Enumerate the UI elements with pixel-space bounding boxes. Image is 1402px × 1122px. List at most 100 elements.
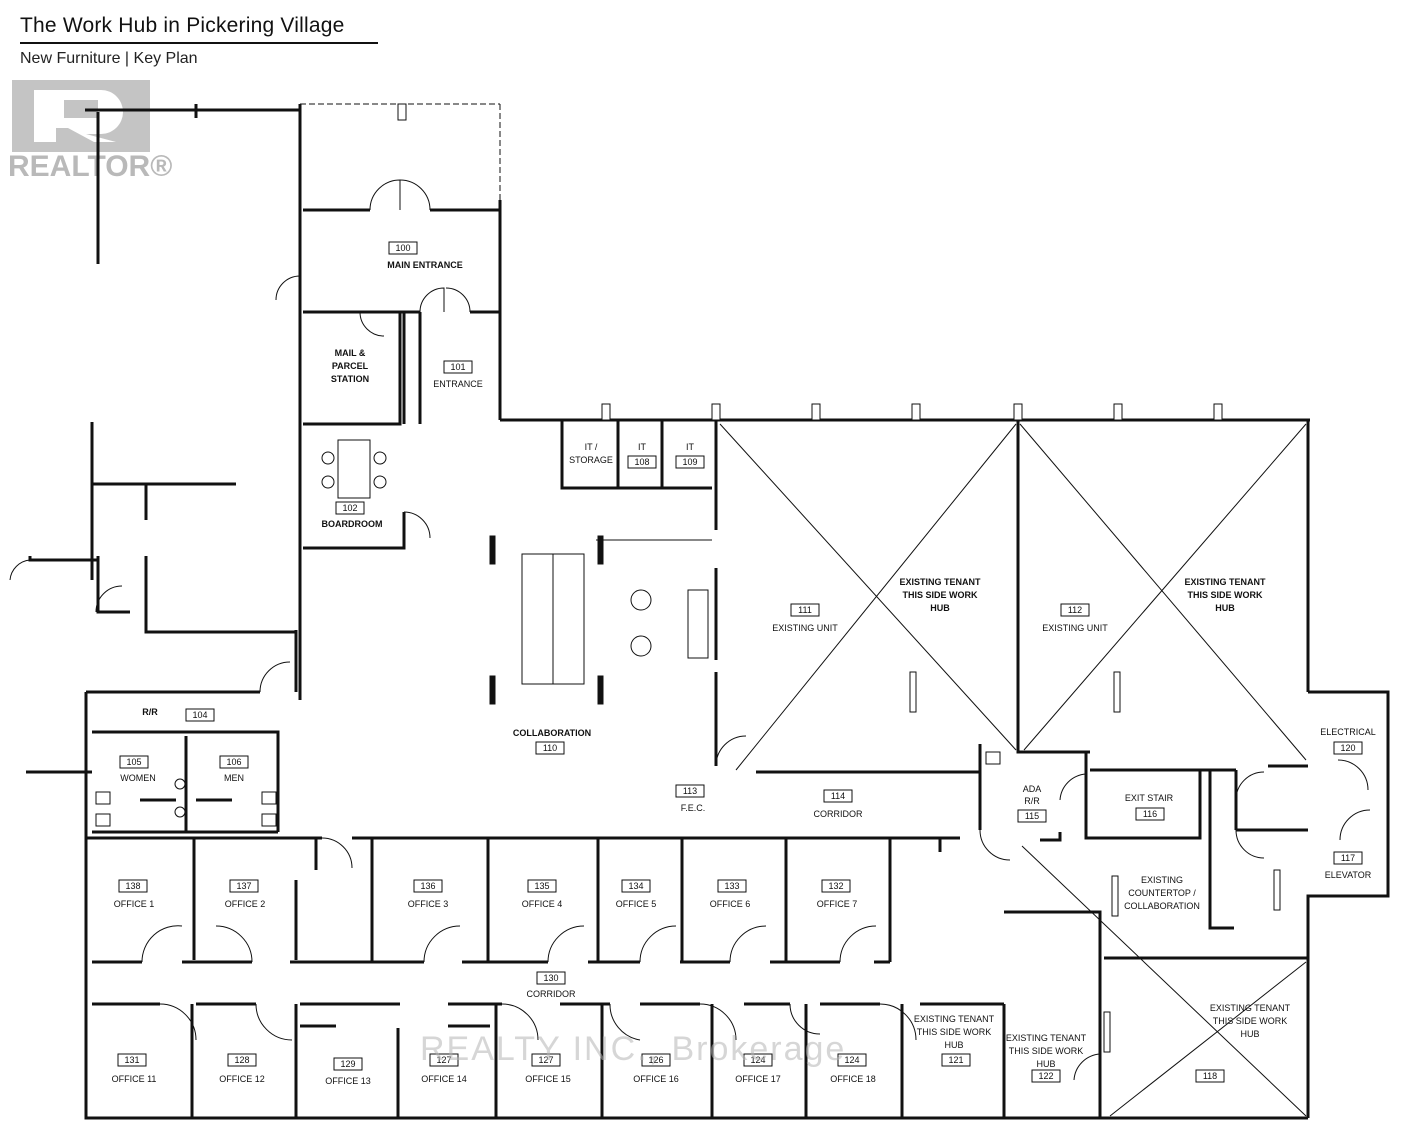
office-2-name: OFFICE 2 (225, 899, 266, 909)
office-6-num: 133 (724, 881, 739, 891)
room-num-111: 111 (798, 605, 812, 615)
tenant-111-line-1: EXISTING TENANT (899, 577, 981, 587)
office-11-name: OFFICE 11 (112, 1074, 157, 1084)
room-name-unit-112: EXISTING UNIT (1042, 623, 1108, 633)
room-num-108: 108 (634, 457, 649, 467)
room-name-it-storage-2: STORAGE (569, 455, 613, 465)
tenant-111-line-2: THIS SIDE WORK (902, 590, 978, 600)
countertop-line-2: COUNTERTOP / (1128, 888, 1196, 898)
room-num-115: 115 (1025, 811, 1039, 821)
office-6-name: OFFICE 6 (710, 899, 751, 909)
room-name-exit-stair: EXIT STAIR (1125, 793, 1174, 803)
tenant-111-line-3: HUB (930, 603, 950, 613)
room-num-120: 120 (1340, 743, 1355, 753)
office-1-name: OFFICE 1 (114, 899, 155, 909)
room-name-elevator: ELEVATOR (1325, 870, 1372, 880)
room-name-men: MEN (224, 773, 244, 783)
room-num-116: 116 (1143, 809, 1157, 819)
office-7-num: 132 (828, 881, 843, 891)
title-underline (20, 42, 378, 44)
office-12-num: 128 (234, 1055, 249, 1065)
page-title: The Work Hub in Pickering Village (20, 14, 345, 37)
page-subtitle: New Furniture | Key Plan (20, 50, 198, 67)
room-name-electrical: ELECTRICAL (1320, 727, 1376, 737)
tenant-112-line-2: THIS SIDE WORK (1187, 590, 1263, 600)
office-12-name: OFFICE 12 (219, 1074, 265, 1084)
walls (26, 104, 1390, 1120)
brokerage-watermark: REALTY INC., Brokerage (420, 1030, 847, 1068)
room-name-ada-1: ADA (1023, 784, 1042, 794)
office-2-num: 137 (236, 881, 251, 891)
office-11-num: 131 (124, 1055, 139, 1065)
plan-details (9, 103, 1371, 1117)
room-name-women: WOMEN (120, 773, 156, 783)
room-name-it-storage-1: IT / (585, 442, 598, 452)
office-18-num: 124 (844, 1055, 859, 1065)
office-15-num: 127 (538, 1055, 553, 1065)
title-block: The Work Hub in Pickering Village New Fu… (20, 14, 378, 68)
tenant-121-line-1: EXISTING TENANT (914, 1014, 995, 1024)
office-3-num: 136 (420, 881, 435, 891)
room-num-110: 110 (543, 743, 557, 753)
tenant-118-line-3: HUB (1240, 1029, 1259, 1039)
room-num-130: 130 (543, 973, 558, 983)
room-num-101: 101 (450, 362, 465, 372)
room-name-collaboration: COLLABORATION (513, 728, 591, 738)
room-num-121: 121 (948, 1055, 963, 1065)
office-18-name: OFFICE 18 (830, 1074, 876, 1084)
room-num-109: 109 (682, 457, 697, 467)
office-4-num: 135 (534, 881, 549, 891)
room-name-fec: F.E.C. (681, 803, 706, 813)
room-name-corridor-130: CORRIDOR (527, 989, 576, 999)
room-name-boardroom: BOARDROOM (322, 519, 383, 529)
office-14-name: OFFICE 14 (421, 1074, 467, 1084)
room-num-122: 122 (1038, 1071, 1053, 1081)
room-name-mail-1: MAIL & (335, 348, 366, 358)
room-num-112: 112 (1068, 605, 1082, 615)
tenant-121-line-2: THIS SIDE WORK (917, 1027, 992, 1037)
room-num-114: 114 (831, 791, 845, 801)
room-num-100: 100 (395, 243, 410, 253)
room-num-102: 102 (342, 503, 357, 513)
office-13-num: 129 (340, 1059, 355, 1069)
room-name-ada-2: R/R (1024, 796, 1040, 806)
room-name-it-109: IT (686, 442, 695, 452)
room-num-105: 105 (126, 757, 141, 767)
tenant-112-line-3: HUB (1215, 603, 1235, 613)
room-name-corridor-114: CORRIDOR (814, 809, 863, 819)
tenant-121-line-3: HUB (944, 1040, 963, 1050)
office-7-name: OFFICE 7 (817, 899, 858, 909)
room-labels: 100 MAIN ENTRANCE 101 ENTRANCE MAIL & PA… (112, 243, 1376, 1086)
room-name-main-entrance: MAIN ENTRANCE (387, 260, 463, 270)
room-name-rr: R/R (142, 707, 158, 717)
room-name-it-108: IT (638, 442, 647, 452)
office-5-num: 134 (628, 881, 643, 891)
tenant-122-line-1: EXISTING TENANT (1006, 1033, 1087, 1043)
realtor-logo-icon (12, 80, 150, 152)
room-num-117: 117 (1341, 853, 1355, 863)
realtor-logo-word: REALTOR® (8, 150, 173, 183)
room-name-unit-111: EXISTING UNIT (772, 623, 838, 633)
tenant-122-line-3: HUB (1036, 1059, 1055, 1069)
office-3-name: OFFICE 3 (408, 899, 449, 909)
office-16-name: OFFICE 16 (633, 1074, 679, 1084)
room-name-mail-3: STATION (331, 374, 369, 384)
countertop-line-3: COLLABORATION (1124, 901, 1200, 911)
room-num-118: 118 (1203, 1071, 1217, 1081)
countertop-line-1: EXISTING (1141, 875, 1183, 885)
office-1-num: 138 (125, 881, 140, 891)
tenant-118-line-1: EXISTING TENANT (1210, 1003, 1291, 1013)
office-15-name: OFFICE 15 (525, 1074, 571, 1084)
room-number-boxes (117, 241, 1363, 1083)
tenant-112-line-1: EXISTING TENANT (1184, 577, 1266, 587)
room-num-106: 106 (226, 757, 241, 767)
room-name-entrance: ENTRANCE (433, 379, 483, 389)
room-num-113: 113 (683, 786, 697, 796)
room-num-104: 104 (192, 710, 207, 720)
tenant-122-line-2: THIS SIDE WORK (1009, 1046, 1084, 1056)
office-5-name: OFFICE 5 (616, 899, 657, 909)
office-13-name: OFFICE 13 (325, 1076, 371, 1086)
office-17-num: 124 (750, 1055, 765, 1065)
office-16-num: 126 (648, 1055, 663, 1065)
